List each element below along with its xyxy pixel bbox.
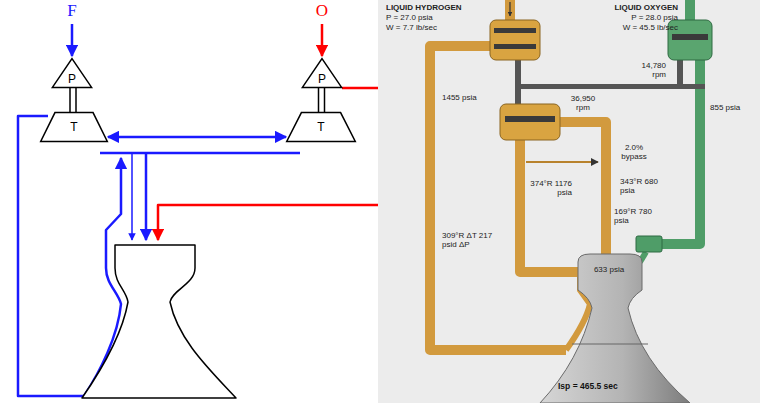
pump-triangle-shape	[302, 59, 341, 88]
pump-label: P	[318, 73, 326, 85]
impeller	[672, 34, 708, 40]
pump-discharge-pipe	[430, 46, 566, 350]
shaft-line	[75, 88, 77, 112]
fuel-inlet-line	[71, 24, 74, 56]
schematic	[18, 24, 385, 398]
turbine	[500, 104, 560, 140]
pump-triangle-shape	[52, 59, 91, 88]
inlet-condition: W = 7.7 lb/sec	[386, 24, 437, 33]
turbine-trapezoid-shape	[287, 113, 356, 142]
inlet-condition: P = 28.0 psia	[598, 14, 678, 23]
shaft-line	[69, 88, 71, 112]
oxygen-inlet-pipe	[685, 0, 695, 22]
fuel-pump	[490, 20, 540, 60]
pump-label: P	[68, 73, 76, 85]
fuel-injection-line	[131, 153, 133, 240]
flow-label: O	[314, 2, 330, 21]
chamber-pressure: 633 psia	[592, 266, 626, 275]
pressure-value: 855 psia	[710, 104, 740, 113]
turbine-wheel	[505, 116, 555, 122]
state-value: 374°R 1176 psia	[530, 180, 572, 198]
turbine-label: T	[70, 121, 77, 133]
flow-line	[108, 136, 286, 139]
turbine-trapezoid-shape	[41, 113, 108, 142]
propellant-title: LIQUID OXYGEN	[598, 4, 678, 13]
thrust-chamber	[82, 245, 236, 398]
pump-triangle: P	[52, 58, 92, 88]
fuel-injection-line	[145, 153, 148, 240]
impeller	[494, 44, 536, 49]
pump-shaft	[677, 60, 683, 86]
bypass-value: 2.0% bypass	[616, 144, 652, 162]
nozzle	[540, 254, 690, 403]
speed-value: 14,780 rpm	[630, 62, 666, 80]
turbine-trapezoid: T	[40, 112, 108, 142]
speed-value: 36,950 rpm	[566, 95, 600, 113]
oxidizer-inlet-line	[321, 24, 324, 56]
engine-illustration	[378, 0, 760, 403]
shaft-line	[324, 88, 326, 112]
hydrogen-inlet-pipe	[505, 0, 515, 22]
pump-shaft	[515, 60, 521, 106]
pump-triangle: P	[302, 58, 342, 88]
propellant-title: LIQUID HYDROGEN	[386, 4, 462, 13]
inlet-condition: W = 45.5 lb/sec	[598, 24, 678, 33]
turbine-label: T	[317, 121, 324, 133]
inlet-condition: P = 27.0 psia	[386, 14, 433, 23]
flow-label: F	[64, 2, 80, 21]
shaft-line	[318, 88, 320, 112]
gear-shaft	[515, 84, 705, 89]
impeller	[494, 28, 536, 33]
illustration-ground	[378, 0, 760, 403]
shaft-connector	[319, 88, 325, 112]
jacket-value: 309°R ΔT 217 psid ΔP	[442, 232, 504, 250]
pressure-value: 1455 psia	[442, 94, 477, 103]
oxygen-injector	[636, 236, 662, 252]
bypass-line	[526, 161, 598, 163]
specific-impulse: Isp = 465.5 sec	[558, 382, 618, 391]
nozzle-seam	[572, 344, 648, 345]
state-value: 343°R 680 psia	[620, 178, 662, 196]
oxidizer-feed-line	[158, 88, 385, 240]
flow-connector	[108, 136, 286, 137]
turbine-exhaust-line	[100, 152, 300, 155]
state-value: 169°R 780 psia	[614, 208, 656, 226]
flow-arrow	[509, 2, 510, 16]
turbine-trapezoid: T	[286, 112, 356, 142]
shaft-connector	[70, 88, 76, 112]
coolant-line	[18, 116, 121, 396]
hydrogen-pipes	[430, 0, 606, 350]
jacket-return-pipe	[520, 140, 580, 272]
